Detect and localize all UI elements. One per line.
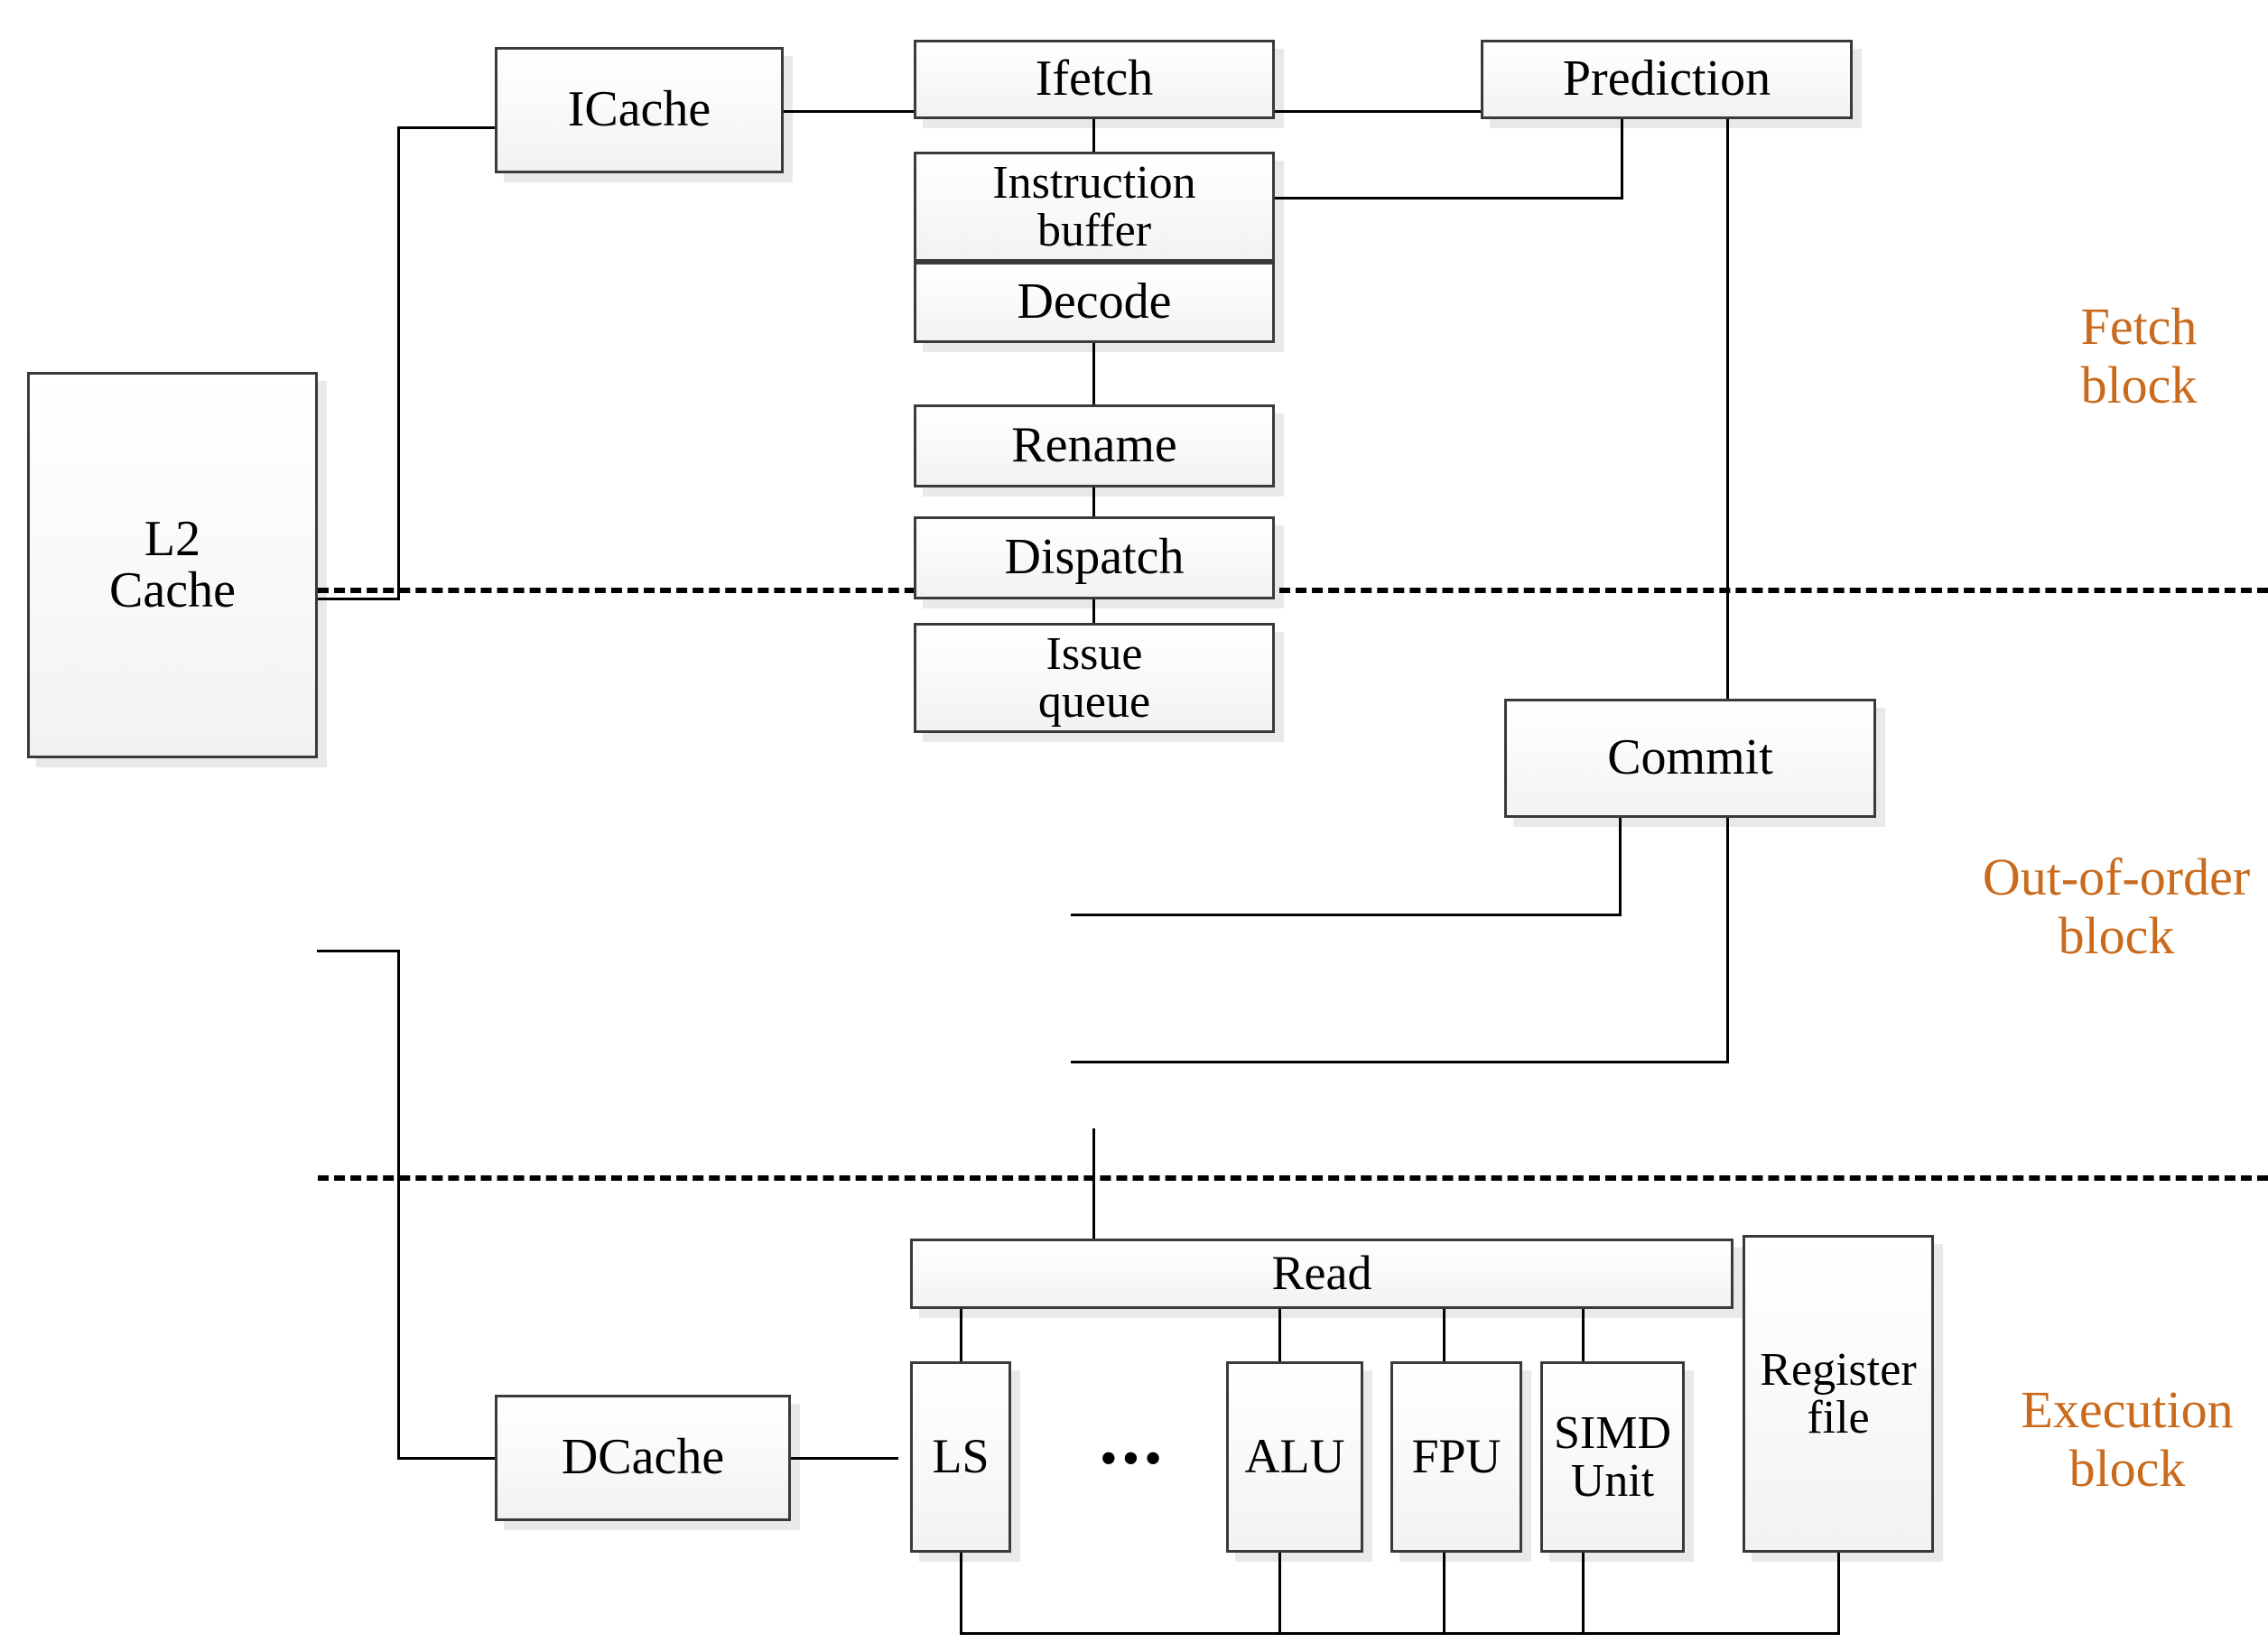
node-rename-label: Rename	[1011, 417, 1177, 474]
connector-l2-to-dcache-top	[317, 950, 400, 952]
connector-dispatch-to-commit-vertical	[1619, 815, 1622, 916]
node-dcache[interactable]: DCache	[495, 1395, 791, 1521]
node-prediction[interactable]: Prediction	[1481, 40, 1853, 119]
connector-read-to-fpu	[1443, 1307, 1445, 1363]
node-dispatch[interactable]: Dispatch	[914, 516, 1275, 599]
connector-l2-to-icache-top	[317, 598, 400, 600]
connector-writeback-bus	[960, 1632, 1840, 1635]
node-icache[interactable]: ICache	[495, 47, 784, 173]
connector-registerfile-to-bus	[1837, 1553, 1840, 1634]
connector-l2-to-icache-vertical	[397, 126, 400, 599]
node-ifetch-label: Ifetch	[1035, 51, 1154, 107]
node-ls-label: LS	[932, 1429, 990, 1484]
connector-ibuffer-to-prediction-horizontal	[1071, 197, 1623, 200]
connector-prediction-to-commit	[1726, 117, 1729, 701]
connector-rename-to-dispatch	[1092, 476, 1095, 521]
section-label-fetch-block: Fetch block	[2080, 297, 2198, 414]
connector-alu-to-bus	[1278, 1553, 1281, 1634]
divider-ooo-execution	[318, 1175, 2268, 1181]
connector-read-to-ls	[960, 1307, 962, 1363]
connector-issuequeue-to-commit-vertical	[1726, 764, 1729, 1063]
node-read[interactable]: Read	[910, 1239, 1734, 1309]
node-l2-cache[interactable]: L2 Cache	[27, 372, 318, 758]
node-register-file-label: Register file	[1760, 1343, 1917, 1443]
connector-issuequeue-to-read	[1092, 1128, 1095, 1239]
ellipsis-more-units: •••	[1100, 1431, 1167, 1487]
node-dispatch-label: Dispatch	[1004, 529, 1185, 586]
node-commit-label: Commit	[1607, 729, 1773, 786]
connector-dispatch-to-commit-horizontal	[1071, 914, 1622, 916]
connector-ifetch-to-ibuffer	[1092, 116, 1095, 153]
node-ls[interactable]: LS	[910, 1361, 1011, 1553]
node-issue-queue-label: Issue queue	[1037, 627, 1151, 728]
section-label-execution-block: Execution block	[2021, 1380, 2234, 1498]
node-l2-cache-label: L2 Cache	[109, 510, 236, 618]
node-dcache-label: DCache	[561, 1429, 725, 1486]
node-fpu[interactable]: FPU	[1390, 1361, 1522, 1553]
node-simd-unit-label: SIMD Unit	[1553, 1406, 1672, 1507]
divider-fetch-ooo	[318, 588, 2268, 593]
connector-read-to-simd	[1582, 1307, 1585, 1363]
node-commit[interactable]: Commit	[1504, 699, 1876, 818]
node-simd-unit[interactable]: SIMD Unit	[1540, 1361, 1685, 1553]
connector-simd-to-bus	[1582, 1553, 1585, 1634]
node-decode-label: Decode	[1017, 274, 1172, 330]
connector-decode-to-rename	[1092, 332, 1095, 412]
node-instruction-buffer-label: Instruction buffer	[992, 156, 1196, 256]
node-ifetch[interactable]: Ifetch	[914, 40, 1275, 119]
connector-l2-to-dcache-vertical	[397, 950, 400, 1457]
node-alu[interactable]: ALU	[1226, 1361, 1363, 1553]
connector-read-to-alu	[1278, 1307, 1281, 1363]
node-prediction-label: Prediction	[1562, 51, 1771, 107]
node-register-file[interactable]: Register file	[1743, 1235, 1934, 1553]
connector-ls-to-bus	[960, 1553, 962, 1634]
connector-l2-to-dcache-entry	[397, 1457, 497, 1460]
node-alu-label: ALU	[1244, 1429, 1345, 1484]
node-fpu-label: FPU	[1411, 1429, 1501, 1484]
node-read-label: Read	[1271, 1246, 1372, 1301]
node-rename[interactable]: Rename	[914, 404, 1275, 487]
connector-ibuffer-to-prediction-vertical	[1621, 117, 1623, 199]
node-icache-label: ICache	[567, 81, 711, 138]
connector-issuequeue-to-commit-horizontal	[1071, 1061, 1729, 1063]
node-instruction-buffer[interactable]: Instruction buffer	[914, 152, 1275, 262]
node-decode[interactable]: Decode	[914, 262, 1275, 343]
connector-fpu-to-bus	[1443, 1553, 1445, 1634]
section-label-out-of-order-block: Out-of-order block	[1982, 848, 2251, 965]
connector-l2-to-icache-entry	[397, 126, 497, 129]
connector-ifetch-to-prediction	[1073, 110, 1481, 113]
connector-dispatch-to-issuequeue	[1092, 589, 1095, 632]
connector-dcache-to-ls	[790, 1457, 898, 1460]
node-issue-queue[interactable]: Issue queue	[914, 623, 1275, 733]
